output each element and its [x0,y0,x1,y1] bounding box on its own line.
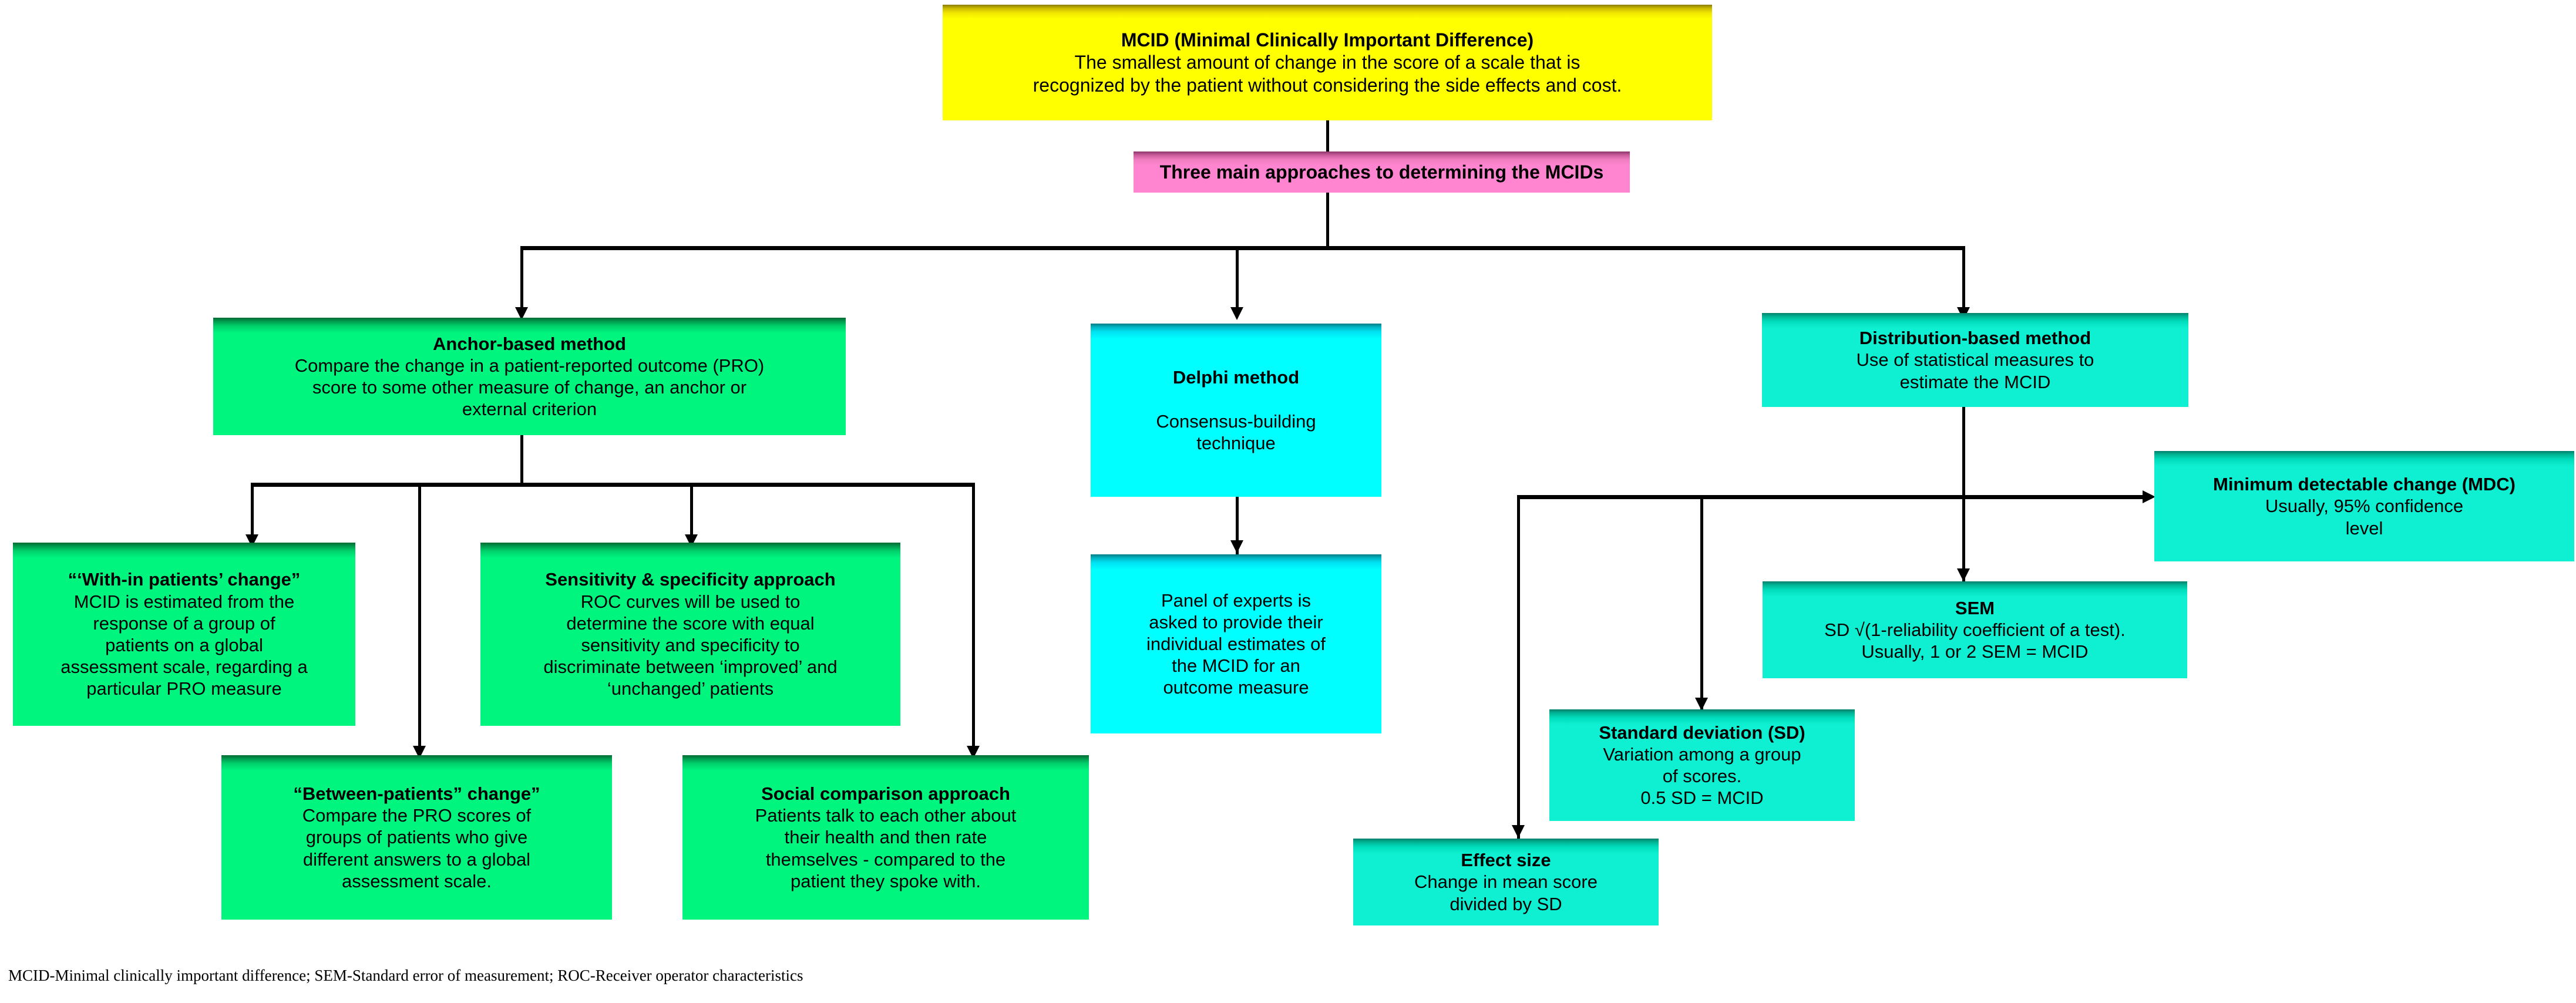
connector-top-split-bus [520,246,1965,250]
connector-approaches-stem [1326,193,1329,248]
connector-delphi-to-panel [1236,497,1239,560]
connector-to-social-comparison [972,483,975,753]
node-title: Three main approaches to determining the… [1159,161,1604,183]
connector-to-sem [1962,495,1965,582]
node-mcid-definition: MCID (Minimal Clinically Important Diffe… [943,5,1712,120]
arrowhead-to-standard-deviation [1695,698,1708,711]
node-body: Patients talk to each other about their … [755,805,1017,891]
node-title: “‘With-in patients’ change” [68,569,301,590]
arrowhead-to-mdc [2143,490,2155,503]
arrowhead-to-effect-size [1512,825,1525,838]
node-body: Compare the PRO scores of groups of pati… [302,805,532,891]
node-body: Panel of experts is asked to provide the… [1146,590,1326,698]
node-body: SD √(1-reliability coefficient of a test… [1824,619,2126,662]
node-title: “Between-patients” change” [293,783,540,805]
node-sensitivity-specificity-approach: Sensitivity & specificity approach ROC c… [480,543,900,726]
node-title: Anchor-based method [433,333,626,354]
node-standard-deviation: Standard deviation (SD) Variation among … [1549,709,1855,821]
node-between-patients-change: “Between-patients” change” Compare the P… [221,755,612,920]
node-body: The smallest amount of change in the sco… [1033,52,1622,96]
node-body: Usually, 95% confidence level [2265,496,2464,538]
figure-caption-abbreviations: MCID-Minimal clinically important differ… [8,967,803,984]
node-three-main-approaches: Three main approaches to determining the… [1134,152,1630,193]
connector-to-between-patients [418,483,421,753]
node-distribution-based-method: Distribution-based method Use of statist… [1762,313,2188,407]
node-title: Minimum detectable change (MDC) [2213,474,2516,495]
node-anchor-based-method: Anchor-based method Compare the change i… [213,318,846,435]
arrowhead-to-sem [1957,568,1970,581]
connector-to-within-patients [251,483,254,541]
node-social-comparison-approach: Social comparison approach Patients talk… [682,755,1089,920]
node-delphi-method: Delphi method Consensus-building techniq… [1091,324,1381,497]
connector-mcid-to-approaches [1326,120,1329,153]
connector-to-effect-size [1517,495,1520,839]
node-body: MCID is estimated from the response of a… [60,591,308,699]
node-title: Social comparison approach [761,783,1010,805]
node-title: SEM [1955,597,1995,618]
arrowhead-to-panel-of-experts [1230,540,1243,553]
node-body: Compare the change in a patient-reported… [294,355,765,420]
connector-distribution-stem [1962,407,1965,498]
connector-to-distribution [1962,246,1965,314]
connector-to-anchor [520,246,523,314]
node-title: Standard deviation (SD) [1599,722,1805,743]
node-title: MCID (Minimal Clinically Important Diffe… [1121,29,1534,51]
node-minimum-detectable-change: Minimum detectable change (MDC) Usually,… [2154,451,2574,561]
arrowhead-to-anchor [515,307,528,320]
node-body: Change in mean score divided by SD [1414,871,1598,914]
connector-to-standard-deviation [1700,495,1703,711]
connector-to-sensitivity [690,483,693,541]
node-effect-size: Effect size Change in mean score divided… [1353,839,1659,925]
node-panel-of-experts: Panel of experts is asked to provide the… [1091,554,1381,733]
node-sem: SEM SD √(1-reliability coefficient of a … [1763,581,2187,678]
connector-distribution-split-bus [1517,495,2151,499]
connector-anchor-split-bus [251,483,974,487]
node-title: Delphi method [1172,367,1300,388]
connector-to-delphi [1236,246,1239,314]
node-body: ROC curves will be used to determine the… [543,591,838,699]
node-body: Consensus-building technique [1156,410,1316,453]
node-body: Variation among a group of scores. 0.5 S… [1603,743,1801,809]
node-title: Distribution-based method [1859,328,2091,349]
connector-anchor-stem [520,435,523,485]
node-title: Sensitivity & specificity approach [545,569,836,590]
node-body: Use of statistical measures to estimate … [1856,349,2094,392]
node-title: Effect size [1461,850,1551,871]
arrowhead-to-delphi [1230,307,1243,320]
node-within-patients-change: “‘With-in patients’ change” MCID is esti… [13,543,355,726]
